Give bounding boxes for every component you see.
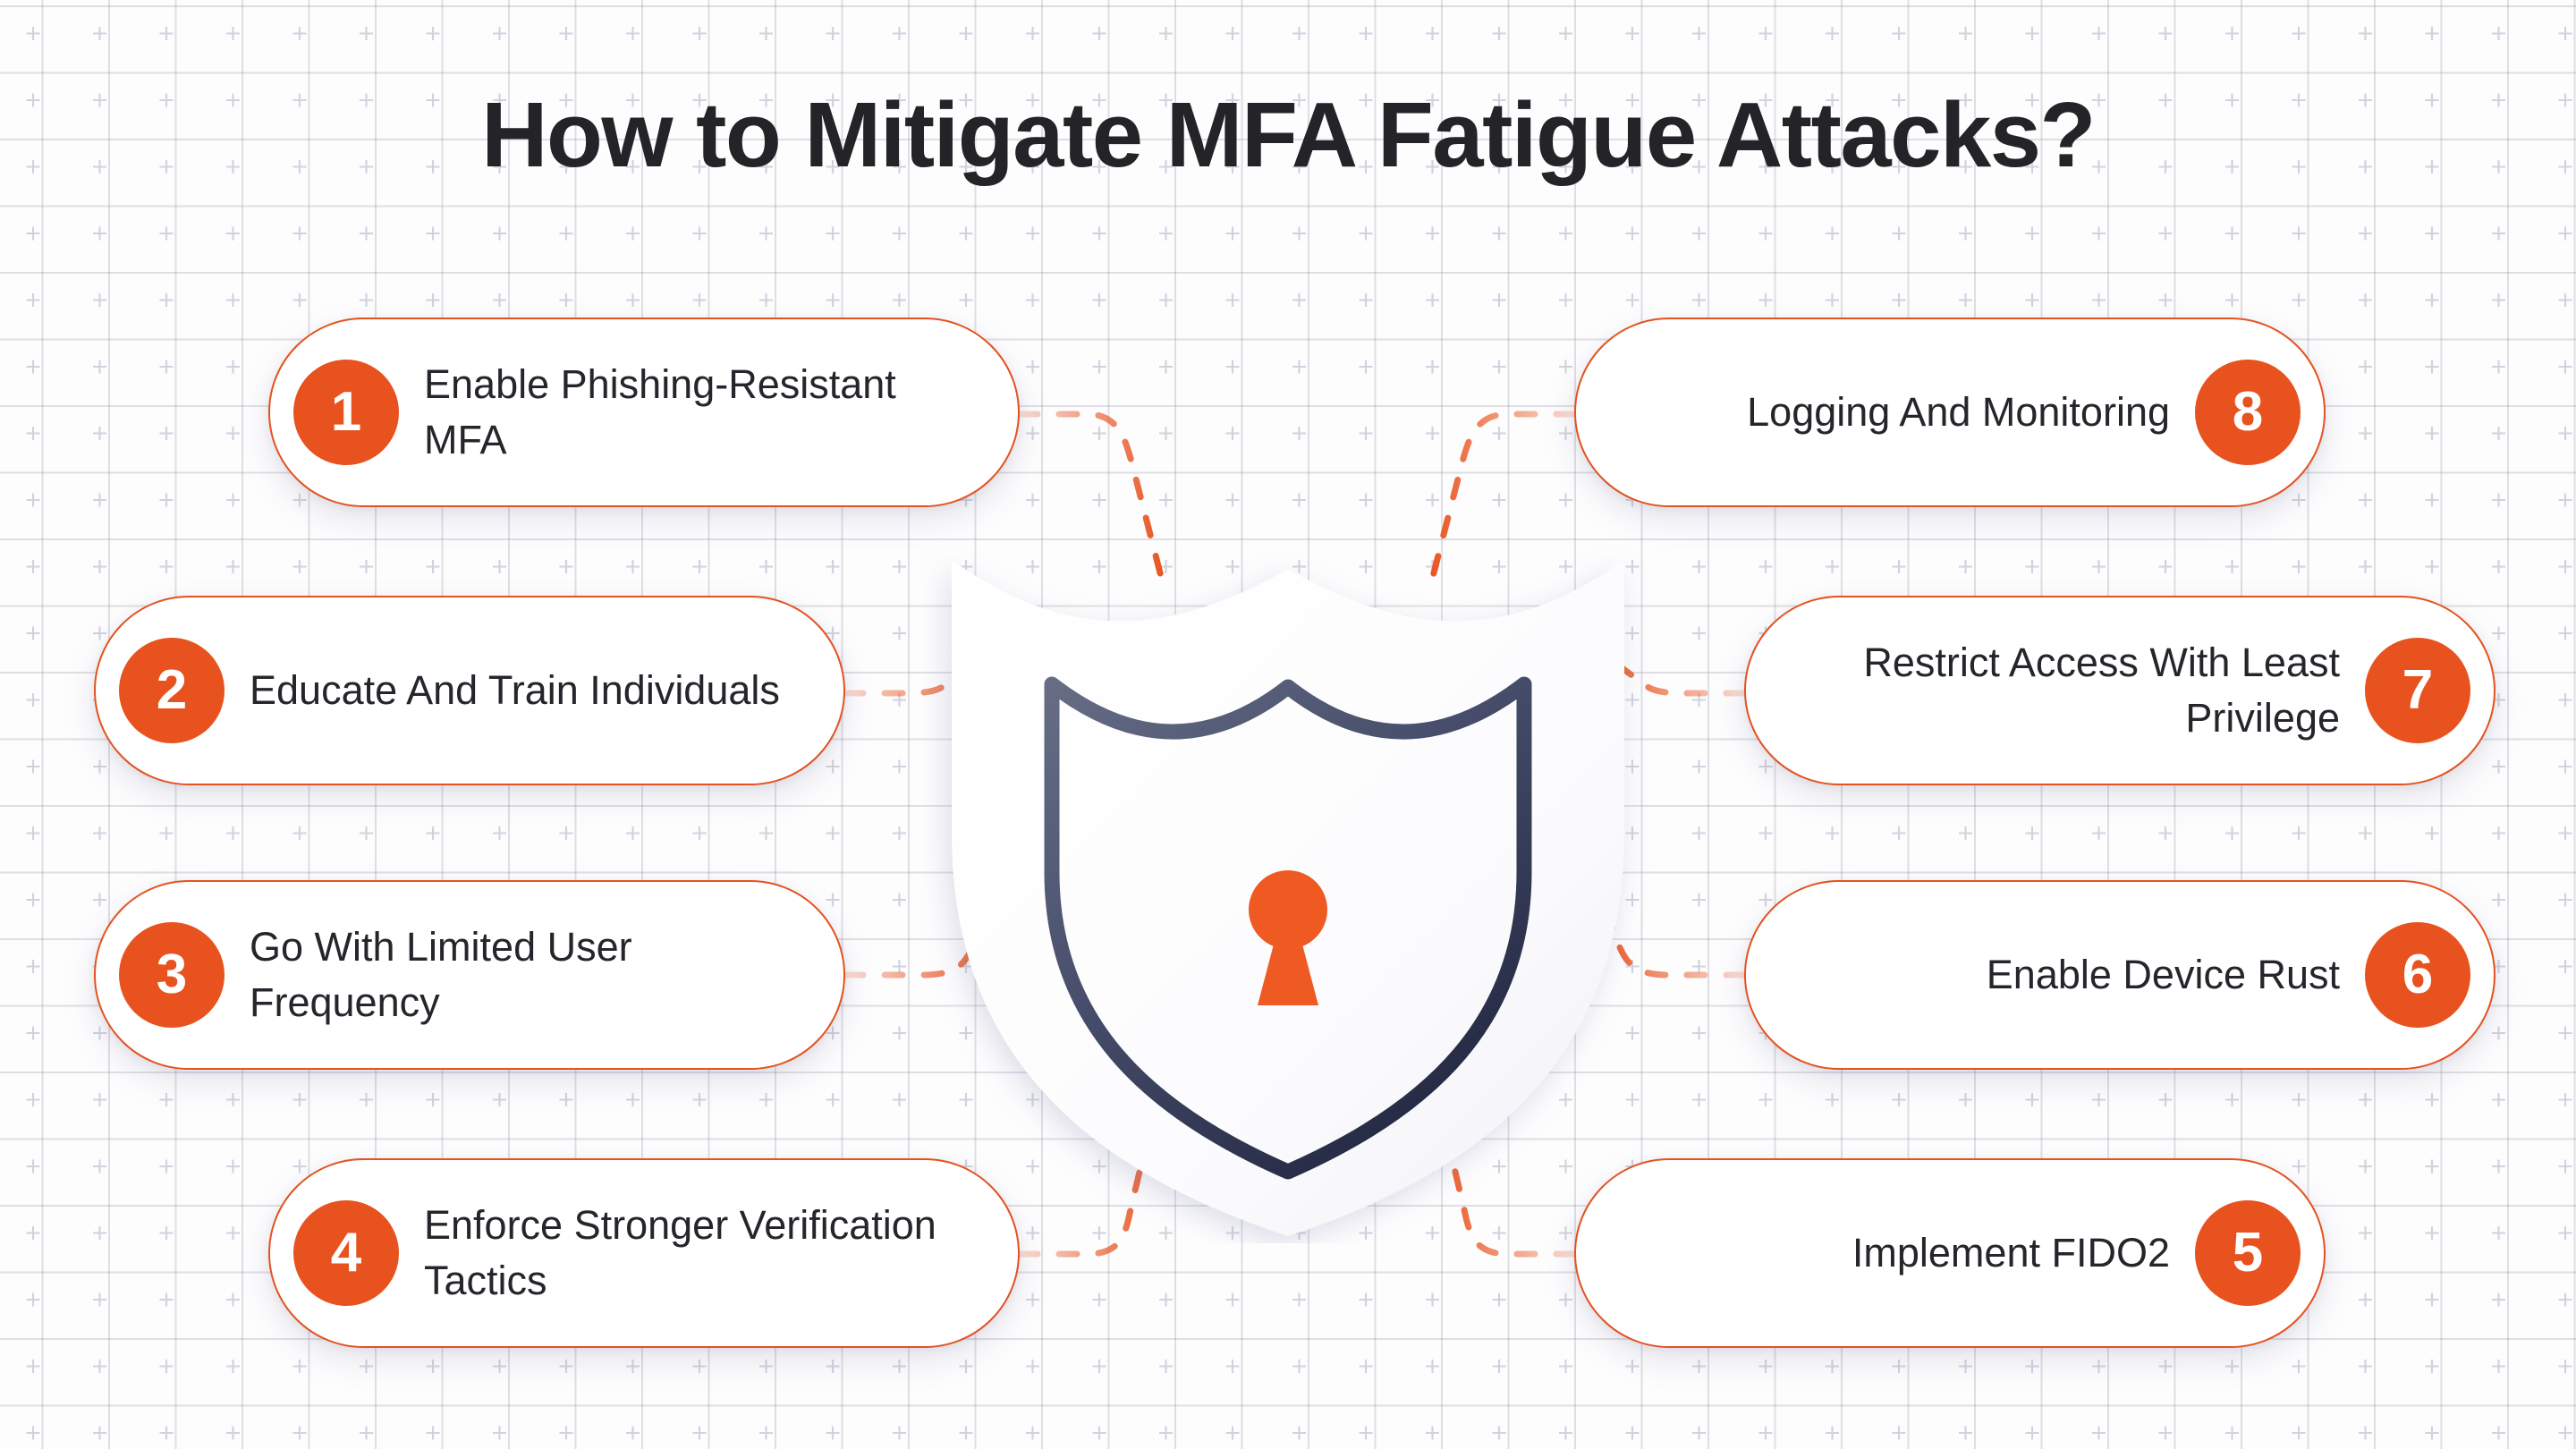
keyhole-icon bbox=[1249, 870, 1327, 1005]
step-card-1[interactable]: 1 Enable Phishing-Resistant MFA bbox=[268, 318, 1020, 507]
step-card-label: Implement FIDO2 bbox=[1852, 1229, 2170, 1275]
step-card-label: Enable Device Rust bbox=[1986, 951, 2340, 997]
step-card-7[interactable]: Restrict Access With Least Privilege 7 bbox=[1744, 596, 2496, 785]
step-card-5[interactable]: Implement FIDO2 5 bbox=[1574, 1158, 2326, 1348]
step-card-8[interactable]: Logging And Monitoring 8 bbox=[1574, 318, 2326, 507]
page-title: How to Mitigate MFA Fatigue Attacks? bbox=[481, 83, 2096, 186]
step-number-badge: 5 bbox=[2195, 1200, 2301, 1306]
step-number-badge: 4 bbox=[293, 1200, 399, 1306]
step-number-badge: 8 bbox=[2195, 360, 2301, 465]
step-card-2[interactable]: 2 Educate And Train Individuals bbox=[94, 596, 845, 785]
step-number-badge: 1 bbox=[293, 360, 399, 465]
step-card-label: Logging And Monitoring bbox=[1747, 388, 2170, 435]
step-card-label: Educate And Train Individuals bbox=[250, 666, 780, 713]
step-card-3[interactable]: 3 Go With Limited User Frequency bbox=[94, 880, 845, 1070]
step-card-6[interactable]: Enable Device Rust 6 bbox=[1744, 880, 2496, 1070]
step-number-badge: 2 bbox=[119, 638, 225, 743]
step-number-badge: 3 bbox=[119, 922, 225, 1028]
step-card-4[interactable]: 4 Enforce Stronger Verification Tactics bbox=[268, 1158, 1020, 1348]
step-card-label: Restrict Access With Least Privilege bbox=[1863, 639, 2340, 741]
shield-graphic bbox=[921, 537, 1655, 1243]
step-card-label: Go With Limited User Frequency bbox=[250, 923, 632, 1025]
step-card-label: Enable Phishing-Resistant MFA bbox=[424, 360, 896, 462]
shield-inner-outline bbox=[1044, 676, 1532, 1180]
step-card-label: Enforce Stronger Verification Tactics bbox=[424, 1201, 936, 1303]
step-number-badge: 6 bbox=[2365, 922, 2470, 1028]
step-number-badge: 7 bbox=[2365, 638, 2470, 743]
